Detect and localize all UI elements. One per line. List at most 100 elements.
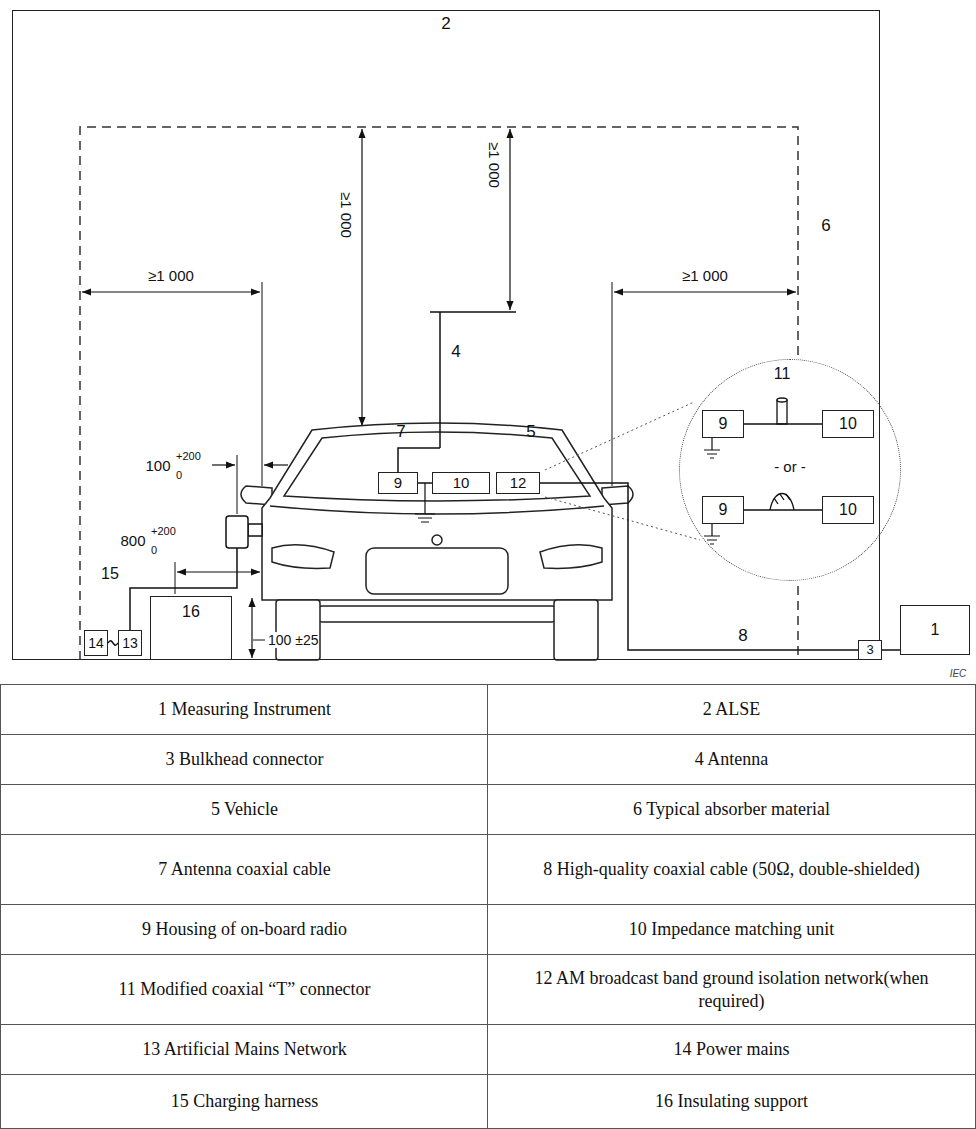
callout-number: 9 — [719, 415, 728, 433]
callout-number: 4 — [451, 342, 460, 362]
dimension-arrow — [264, 464, 288, 465]
callout-number: 9 — [394, 474, 402, 491]
table-cell: 9 Housing of on-board radio — [0, 904, 489, 955]
vehicle-body — [554, 600, 598, 660]
dimension-arrow — [251, 598, 252, 658]
dimension-arrow — [212, 464, 235, 465]
table-cell: 1 Measuring Instrument — [0, 684, 489, 735]
isolation-network-box: 12 — [496, 472, 540, 494]
radio-housing-box: 9 — [702, 496, 744, 524]
dimension-label: 100 ±25 — [268, 632, 319, 648]
ground-symbol — [704, 438, 720, 544]
charging-plug — [248, 524, 262, 536]
alse-chamber: 910121413162 — [12, 10, 880, 660]
dimension-arrow — [177, 571, 260, 572]
dimension-arrow — [82, 129, 796, 658]
ground-symbol — [704, 438, 720, 458]
charging-plug — [226, 516, 248, 548]
coaxial-connection — [744, 509, 822, 511]
bulkhead-connector-box: 3 — [858, 640, 882, 660]
antenna — [430, 312, 516, 448]
callout-number: 8 — [736, 626, 749, 646]
callout-number: 5 — [526, 422, 535, 442]
callout-number: 14 — [88, 635, 104, 651]
table-cell: 5 Vehicle — [0, 784, 489, 835]
vehicle-body — [270, 506, 604, 514]
coaxial-loop — [770, 494, 794, 511]
coaxial-t-connector — [777, 400, 787, 424]
table-cell: 16 Insulating support — [487, 1074, 976, 1129]
coaxial-connection — [108, 641, 118, 645]
callout-number: 10 — [839, 415, 857, 433]
insulating-support: 16 — [150, 596, 232, 660]
table-cell: 12 AM broadcast band ground isolation ne… — [487, 954, 976, 1025]
absorber-boundary — [80, 127, 798, 660]
vehicle-body — [432, 535, 442, 545]
dimension-arrow — [361, 129, 362, 426]
absorber-boundary — [80, 127, 798, 660]
matching-unit-box: 10 — [432, 472, 490, 494]
callout-number: 11 — [774, 365, 791, 383]
coaxial-connection — [418, 482, 432, 484]
callout-number: 16 — [182, 603, 200, 621]
table-cell: 8 High-quality coaxial cable (50Ω, doubl… — [487, 834, 976, 905]
coaxial-t-connector — [777, 398, 787, 402]
ground-symbol — [704, 524, 720, 544]
dimension-label: ≥1 000 — [148, 267, 194, 284]
callout-number: 1 — [931, 621, 940, 639]
callout-number: 6 — [821, 216, 830, 236]
callout-number: 10 — [453, 474, 470, 491]
watermark: IEC — [950, 668, 967, 680]
table-cell: 14 Power mains — [487, 1024, 976, 1075]
extension-line — [175, 282, 612, 640]
dimension-arrow — [614, 291, 796, 292]
table-cell: 4 Antenna — [487, 734, 976, 785]
dimension-arrow — [509, 129, 510, 310]
dimension-label: 800 — [120, 532, 145, 549]
coaxial-loop — [774, 494, 790, 504]
extension-line — [175, 282, 612, 640]
callout-number: 12 — [510, 474, 527, 491]
zoom-line — [545, 402, 700, 540]
coaxial-t-connector — [777, 398, 787, 424]
power-mains-box: 14 — [84, 630, 108, 656]
matching-unit-box: 10 — [822, 410, 874, 438]
dimension-label: ≥1 000 — [337, 192, 354, 238]
vehicle-body — [272, 545, 334, 569]
coaxial-connection — [744, 423, 822, 425]
callout-number: 3 — [866, 643, 873, 658]
tolerance-label: 0 — [176, 469, 182, 482]
dimension-label: ≥1 000 — [682, 267, 728, 284]
vehicle-body — [284, 432, 590, 501]
antenna — [430, 312, 516, 448]
zoom-line — [545, 402, 700, 540]
table-cell: 13 Artificial Mains Network — [0, 1024, 489, 1075]
callout-number: 15 — [101, 565, 119, 583]
callout-number: 10 — [839, 501, 857, 519]
vehicle-body — [241, 423, 633, 660]
dimension-arrow — [82, 291, 260, 292]
vehicle-body — [276, 600, 320, 660]
vehicle-body — [366, 548, 508, 594]
vehicle-body — [262, 423, 612, 600]
callout-number: 13 — [122, 635, 138, 651]
tolerance-label: 0 — [151, 544, 157, 557]
table-cell: 15 Charging harness — [0, 1074, 489, 1129]
inset-ground — [679, 359, 901, 581]
dimension-label: 100 — [145, 457, 170, 474]
antenna-coaxial-cable — [398, 448, 440, 472]
radio-housing-box: 9 — [702, 410, 744, 438]
table-cell: 11 Modified coaxial “T” connector — [0, 954, 489, 1025]
table-cell: 6 Typical absorber material — [487, 784, 976, 835]
table-cell: 7 Antenna coaxial cable — [0, 834, 489, 905]
table-cell: 10 Impedance matching unit — [487, 904, 976, 955]
detail-inset-circle: 91091011- or - — [679, 359, 901, 581]
tolerance-label: +200 — [151, 525, 176, 538]
radio-housing-box: 9 — [378, 472, 418, 494]
matching-unit-box: 10 — [822, 496, 874, 524]
coaxial-loop — [770, 494, 794, 511]
coaxial-connection — [882, 649, 900, 651]
measuring-instrument-box: 1 — [900, 605, 970, 655]
